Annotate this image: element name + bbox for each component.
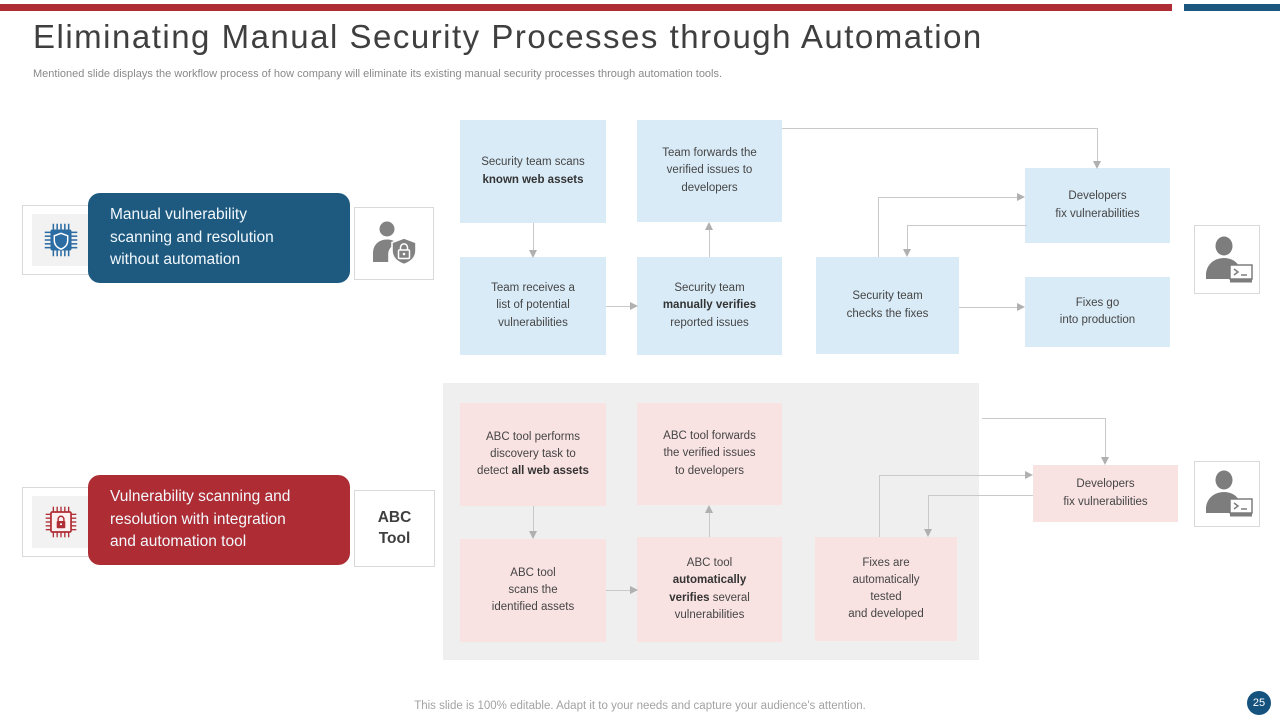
- connector-line: [878, 197, 879, 257]
- arrowhead-down: [1101, 457, 1109, 465]
- connector-line: [878, 197, 1018, 198]
- arrowhead-up: [705, 505, 713, 513]
- arrowhead-down: [924, 529, 932, 537]
- person-lock-icon: [373, 221, 417, 265]
- connector-line: [982, 418, 1105, 419]
- arrowhead-down: [1093, 161, 1101, 169]
- connector-line: [959, 307, 1018, 308]
- connector-line: [606, 590, 630, 591]
- connector-line: [879, 475, 880, 537]
- person-terminal-icon: [1206, 470, 1253, 517]
- arrowhead-right: [1017, 303, 1025, 311]
- connector-line: [907, 225, 1027, 226]
- person-lock-icon-frame: [354, 207, 434, 280]
- footer-note: This slide is 100% editable. Adapt it to…: [414, 700, 866, 712]
- arrowhead-right: [1017, 193, 1025, 201]
- connector-line: [907, 225, 908, 250]
- connector-line: [606, 306, 630, 307]
- arrowhead-down: [903, 249, 911, 257]
- page-title: Eliminating Manual Security Processes th…: [33, 18, 983, 55]
- arrowhead-right: [1025, 471, 1033, 479]
- connector-line: [533, 506, 534, 532]
- chip-lock-icon: [32, 496, 90, 548]
- arrowhead-right: [630, 302, 638, 310]
- person-terminal-icon: [1206, 236, 1253, 282]
- top-accent-bar-red: [0, 4, 1172, 11]
- connector-line: [782, 128, 1097, 129]
- arrowhead-down: [529, 250, 537, 258]
- chip-shield-icon-frame: [22, 205, 100, 275]
- top-accent-bar-blue: [1184, 4, 1280, 11]
- person-terminal-icon-frame: [1194, 225, 1260, 294]
- page-subtitle: Mentioned slide displays the workflow pr…: [33, 68, 723, 80]
- connector-line: [1105, 418, 1106, 458]
- connector-line: [928, 495, 1033, 496]
- page-number-badge: 25: [1247, 691, 1271, 715]
- arrowhead-right: [630, 586, 638, 594]
- connector-line: [879, 475, 1026, 476]
- connector-line: [709, 513, 710, 537]
- connector-line: [1097, 128, 1098, 161]
- arrowhead-up: [705, 222, 713, 230]
- person-terminal-icon-frame: [1194, 461, 1260, 527]
- connector-line: [533, 223, 534, 250]
- connector-line: [709, 230, 710, 257]
- connector-line: [928, 495, 929, 530]
- chip-shield-icon: [32, 214, 90, 266]
- arrowhead-down: [529, 531, 537, 539]
